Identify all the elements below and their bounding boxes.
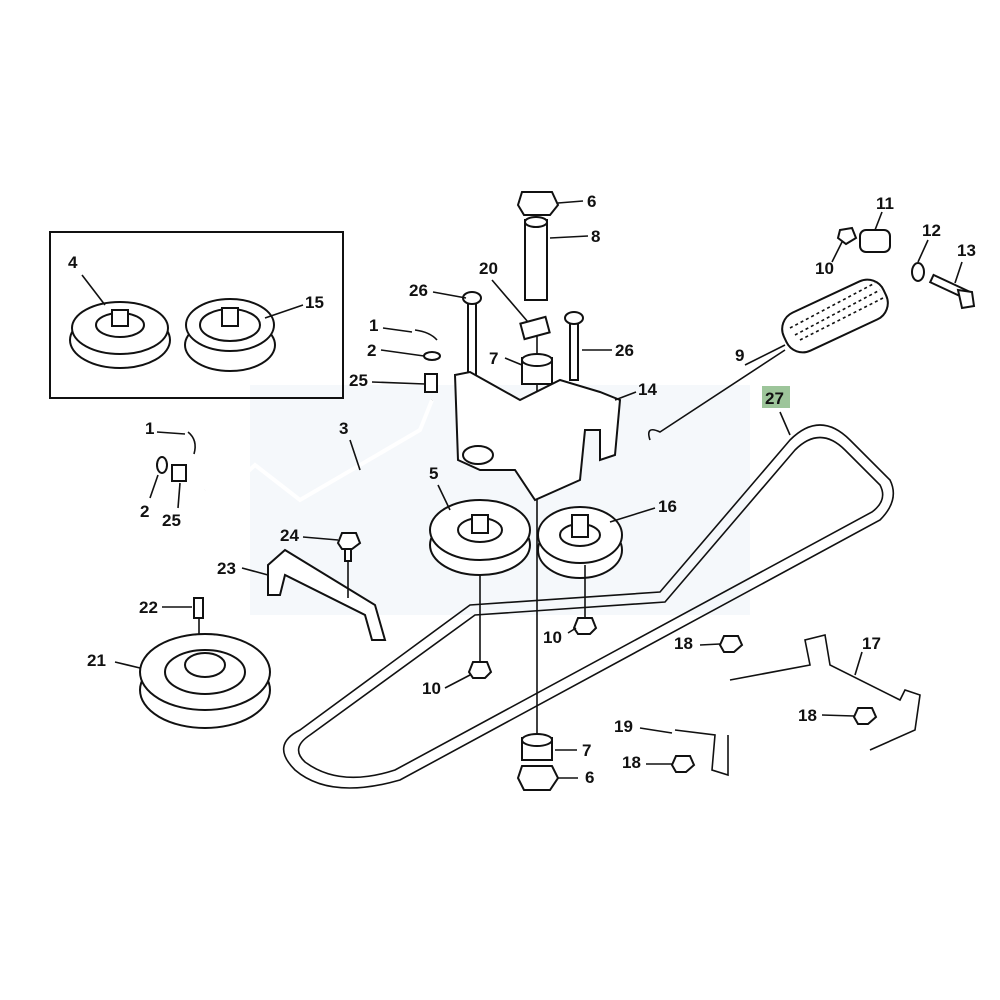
callout-13[interactable]: 13 (957, 241, 976, 260)
pulley-5[interactable] (429, 499, 531, 576)
callout-23[interactable]: 23 (217, 559, 236, 578)
callout-27[interactable]: 27 (765, 389, 784, 408)
pin-1-top[interactable] (414, 329, 438, 341)
callout-7[interactable]: 7 (582, 741, 591, 760)
spacer-8[interactable] (524, 216, 548, 301)
nut-10-low[interactable] (467, 661, 493, 679)
inset-box (49, 231, 344, 399)
rod-3[interactable] (204, 399, 434, 503)
callout-12[interactable]: 12 (922, 221, 941, 240)
bolt-18-c[interactable] (670, 755, 696, 773)
bushing-7-top[interactable] (521, 353, 553, 385)
pulley-21[interactable] (139, 633, 271, 729)
nut-6-top[interactable] (516, 191, 560, 216)
bracket-14[interactable] (453, 370, 622, 502)
washer-12[interactable] (911, 262, 925, 282)
bushing-25-top[interactable] (424, 373, 438, 393)
callout-24[interactable]: 24 (280, 526, 299, 545)
pulley-4[interactable] (69, 301, 171, 369)
callout-26[interactable]: 26 (615, 341, 634, 360)
callout-3[interactable]: 3 (339, 419, 348, 438)
callout-14[interactable]: 14 (638, 380, 657, 399)
callout-26[interactable]: 26 (409, 281, 428, 300)
key-22[interactable] (193, 597, 204, 619)
nut-10-spring[interactable] (836, 226, 858, 246)
belt-27[interactable] (282, 424, 895, 789)
bracket-23[interactable] (267, 548, 387, 641)
callout-10[interactable]: 10 (543, 628, 562, 647)
pin-1-left[interactable] (187, 431, 196, 455)
callout-6[interactable]: 6 (587, 192, 596, 211)
callout-11[interactable]: 11 (876, 194, 894, 213)
callout-9[interactable]: 9 (735, 346, 744, 365)
bushing-20[interactable] (519, 315, 551, 341)
callout-1[interactable]: 1 (369, 316, 378, 335)
callout-5[interactable]: 5 (429, 464, 438, 483)
callout-8[interactable]: 8 (591, 227, 600, 246)
spring-9[interactable] (647, 274, 894, 441)
washer-2-top[interactable] (423, 351, 441, 361)
callout-25[interactable]: 25 (349, 371, 368, 390)
callout-18[interactable]: 18 (622, 753, 641, 772)
callout-25[interactable]: 25 (162, 511, 181, 530)
callout-20[interactable]: 20 (479, 259, 498, 278)
bolt-18-b[interactable] (852, 707, 878, 725)
callout-22[interactable]: 22 (139, 598, 158, 617)
callout-21[interactable]: 21 (87, 651, 106, 670)
bushing-25-left[interactable] (171, 464, 187, 482)
callout-15[interactable]: 15 (305, 293, 324, 312)
callout-19[interactable]: 19 (614, 717, 633, 736)
bolt-18-a[interactable] (718, 635, 744, 653)
callout-2[interactable]: 2 (367, 341, 376, 360)
callout-4[interactable]: 4 (68, 253, 78, 272)
callout-10[interactable]: 10 (815, 259, 834, 278)
callout-18[interactable]: 18 (674, 634, 693, 653)
callout-10[interactable]: 10 (422, 679, 441, 698)
pulley-15[interactable] (184, 298, 276, 372)
bolt-13[interactable] (928, 273, 976, 310)
callout-17[interactable]: 17 (862, 634, 881, 653)
bolt-26-right[interactable] (564, 311, 584, 381)
bushing-7-bottom[interactable] (521, 733, 553, 761)
callout-16[interactable]: 16 (658, 497, 677, 516)
callout-7[interactable]: 7 (489, 349, 498, 368)
leader-lines (81, 200, 963, 779)
callout-1[interactable]: 1 (145, 419, 154, 438)
washer-2-left[interactable] (156, 456, 168, 474)
callout-2[interactable]: 2 (140, 502, 149, 521)
nut-10-mid[interactable] (572, 617, 598, 635)
nut-6-bottom[interactable] (516, 765, 560, 791)
callout-18[interactable]: 18 (798, 706, 817, 725)
callout-6[interactable]: 6 (585, 768, 594, 787)
highlight-27 (762, 386, 790, 408)
rod-19[interactable] (674, 729, 729, 777)
pulley-16[interactable] (537, 506, 623, 579)
rod-17[interactable] (729, 634, 921, 751)
spacer-11[interactable] (859, 229, 891, 253)
